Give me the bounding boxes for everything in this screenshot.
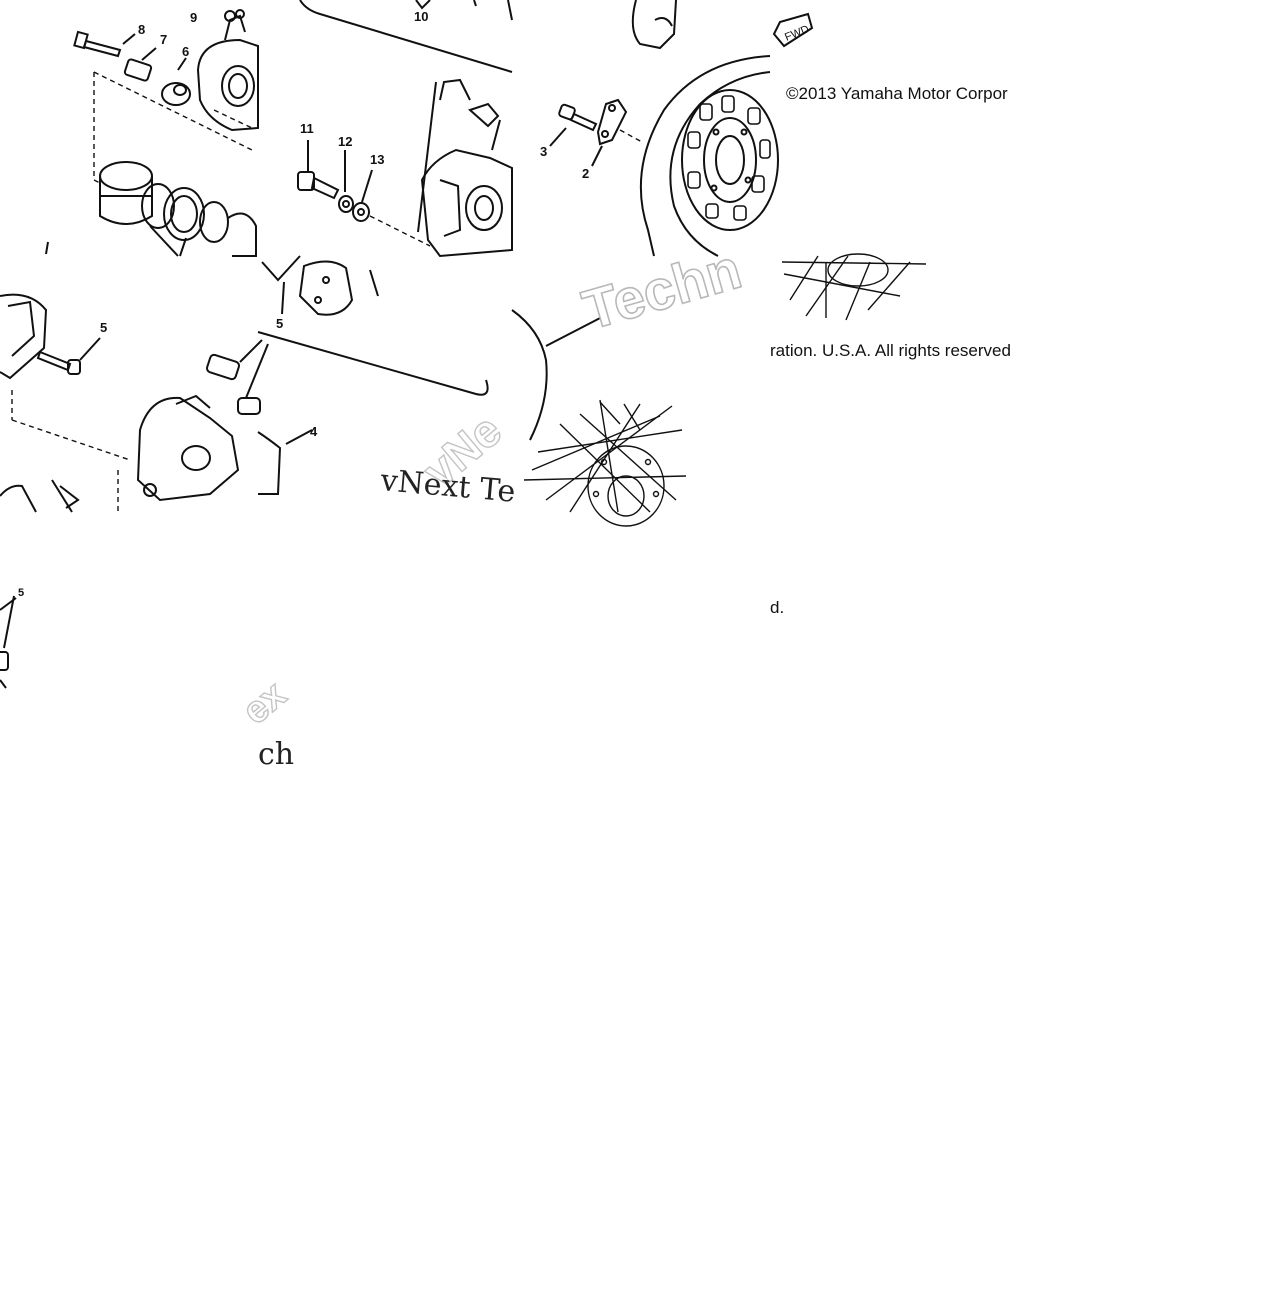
callout-labels: 8 9 7 6 10 11 12 13 3 2 5 5 4 5 (18, 9, 589, 599)
rotor-disc (639, 55, 779, 257)
pin-7 (123, 47, 157, 82)
assembly-lines (93, 71, 253, 184)
tile-caliper-lower (0, 241, 269, 513)
tile-wheel-spokes (523, 253, 927, 527)
slide-pins (205, 339, 269, 415)
callout-12: 12 (338, 134, 352, 149)
callout-11: 11 (300, 121, 314, 136)
washer-12 (338, 150, 354, 213)
callout-4: 4 (310, 424, 318, 439)
caliper-body-upper (196, 9, 259, 132)
tile-brake-disc: FWD (549, 0, 814, 257)
copyright-line-mid: ration. U.S.A. All rights reserved (770, 341, 1011, 360)
tile-brake-pads (257, 255, 605, 495)
bolt-3 (549, 103, 598, 147)
watermark-group: Techn vNe vNext Te ex ch (234, 236, 749, 772)
callout-2: 2 (582, 166, 589, 181)
nut-13 (352, 169, 373, 222)
watermark-techn: Techn (576, 237, 748, 342)
copyright-line-end: d. (770, 598, 785, 617)
callout-13: 13 (370, 152, 384, 167)
tile-pad-pins (0, 595, 17, 689)
bolt-11 (297, 140, 340, 200)
watermark-fragment-ch: ch (258, 737, 294, 772)
caliper-4 (257, 429, 313, 495)
bushing-6 (161, 57, 191, 106)
assembly-line (369, 215, 431, 247)
caliper-bracket (136, 394, 240, 502)
fwd-arrow-icon: FWD (772, 12, 814, 48)
callout-8: 8 (138, 22, 145, 37)
tile-caliper-bracket (297, 0, 513, 258)
tile-caliper-piston (73, 9, 259, 257)
callout-7: 7 (160, 32, 167, 47)
callout-5c: 5 (18, 587, 24, 599)
callout-5b: 5 (276, 316, 283, 331)
watermark-vnext: vNext Te (378, 463, 516, 510)
bolt-5 (36, 337, 101, 375)
callout-9: 9 (190, 10, 197, 25)
copyright-line-top: ©2013 Yamaha Motor Corpor (786, 84, 1008, 103)
callout-5a: 5 (100, 320, 107, 335)
callout-3: 3 (540, 144, 547, 159)
watermark-fragment-ex: ex (235, 674, 294, 733)
bolt-8 (73, 30, 136, 58)
callout-10: 10 (414, 9, 428, 24)
piston-seals (141, 183, 257, 257)
caliper-assembly (417, 78, 513, 258)
lock-plate-2 (591, 98, 643, 167)
callout-6: 6 (182, 44, 189, 59)
